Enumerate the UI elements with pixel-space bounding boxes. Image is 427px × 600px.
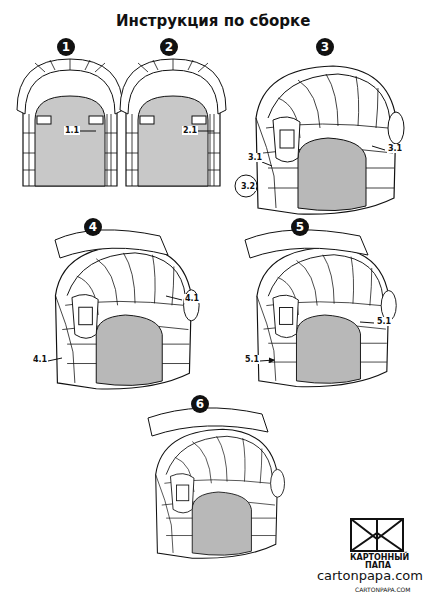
brand-text: cartonpapa.com — [317, 568, 423, 583]
callout-number: 1.1 — [64, 126, 80, 135]
brand-text: КАРТОННЫЙ ПАПА — [350, 554, 406, 570]
step-number: 6 — [191, 395, 209, 413]
callout-number: 3.1 — [247, 153, 263, 162]
step-number: 3 — [316, 38, 334, 56]
callout-number: 2.1 — [182, 126, 198, 135]
step-number: 4 — [84, 218, 102, 236]
step-number: 5 — [291, 218, 309, 236]
callout-number: 3.2 — [240, 182, 256, 191]
callout-number: 5.1 — [244, 355, 260, 364]
callout-number: 4.1 — [184, 294, 200, 303]
callout-number: 4.1 — [32, 355, 48, 364]
step-number-text: 3 — [321, 41, 329, 53]
step-number-text: 4 — [89, 221, 97, 233]
brand-text: CARTONPAPA.COM — [355, 586, 410, 593]
step-number-text: 5 — [296, 221, 304, 233]
step-number-text: 6 — [196, 398, 204, 410]
page-title: Инструкция по сборке — [116, 12, 310, 30]
step-number: 1 — [57, 38, 75, 56]
step-number: 2 — [160, 38, 178, 56]
step-number-text: 2 — [165, 41, 173, 53]
callout-number: 5.1 — [376, 317, 392, 326]
step-number-text: 1 — [62, 41, 70, 53]
callout-number: 3.1 — [387, 144, 403, 153]
